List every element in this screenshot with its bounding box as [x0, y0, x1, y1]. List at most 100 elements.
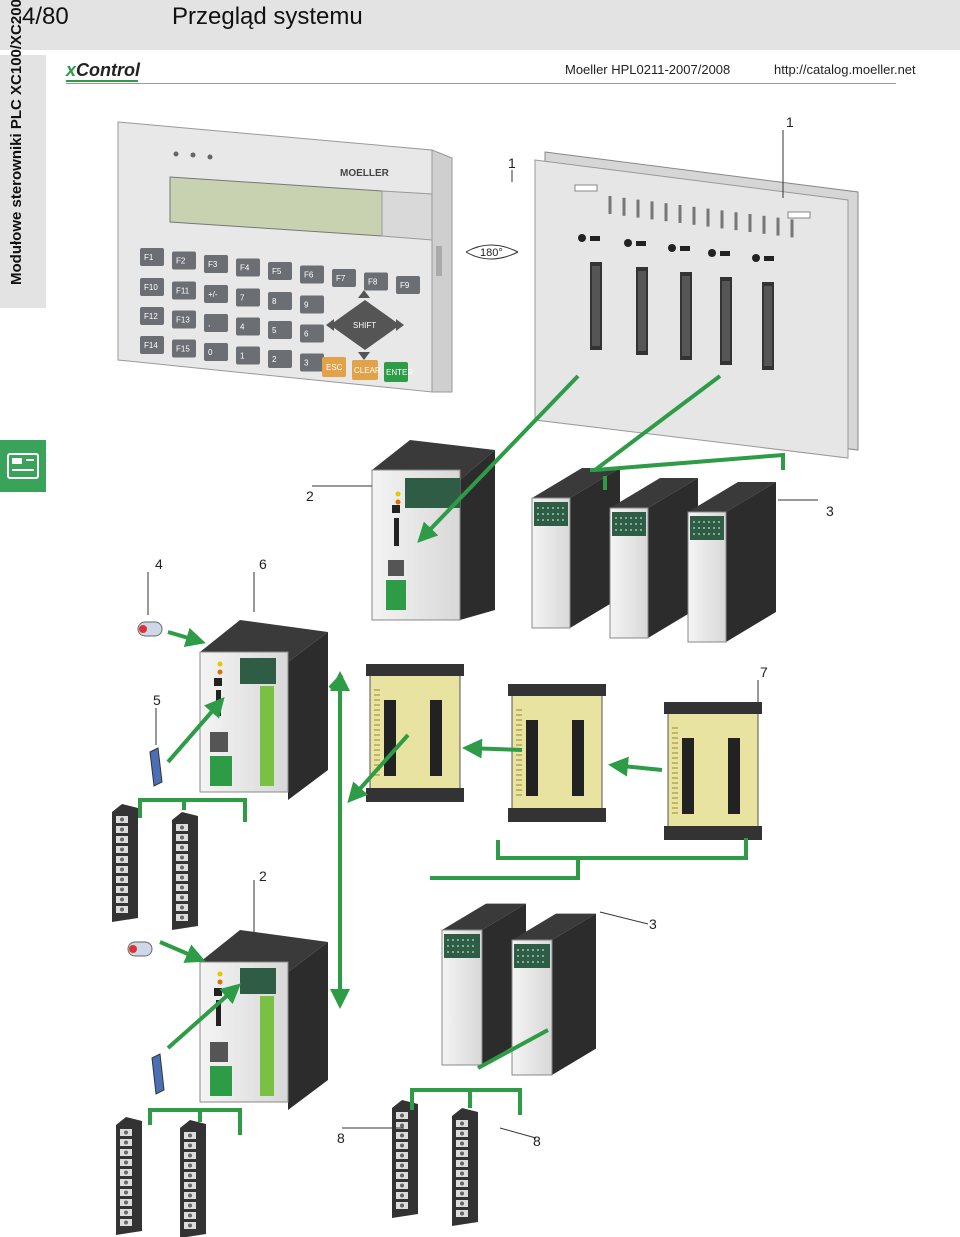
- key-F1: F1: [140, 248, 164, 266]
- cpu-modules: [199, 620, 328, 1110]
- key-6: 6: [300, 324, 324, 343]
- io-module: [687, 482, 776, 643]
- esc-key: [322, 357, 346, 377]
- key-F2: F2: [172, 251, 196, 270]
- enter-key-label: ENTER: [386, 368, 413, 377]
- backplane: [366, 664, 464, 802]
- svg-text:5: 5: [272, 326, 277, 335]
- callout-2-top: 2: [306, 488, 314, 504]
- catalog-url[interactable]: http://catalog.moeller.net: [774, 62, 916, 77]
- rotation-label: 180°: [480, 247, 503, 259]
- page-title: Przegląd systemu: [172, 3, 363, 30]
- brand-underline: [66, 80, 138, 82]
- clear-key: [352, 360, 378, 380]
- key-F15: F15: [172, 339, 196, 358]
- brand-logo: xControl: [66, 60, 140, 80]
- terminal-blocks: [112, 804, 478, 1237]
- svg-text:F2: F2: [176, 257, 186, 266]
- svg-text:7: 7: [240, 294, 245, 303]
- connection-lines: [138, 374, 785, 1135]
- key-0: 0: [204, 343, 228, 361]
- callout-6: 6: [259, 556, 267, 572]
- cpu-module-top: [371, 440, 495, 621]
- svg-text:2: 2: [272, 355, 277, 364]
- key-kkk: +/-: [204, 285, 228, 303]
- esc-key-label: ESC: [326, 363, 343, 372]
- callout-3-bottom: 3: [649, 916, 657, 932]
- io-module: [511, 913, 596, 1076]
- backplane: [664, 702, 762, 840]
- key-k: ,: [204, 314, 228, 332]
- io-module: [609, 478, 698, 639]
- catalog-reference: Moeller HPL0211-2007/2008: [565, 62, 731, 77]
- svg-text:4: 4: [240, 323, 245, 332]
- key-F12: F12: [140, 307, 164, 325]
- svg-text:F12: F12: [144, 312, 158, 321]
- terminal-block: [112, 804, 138, 922]
- key-8: 8: [268, 292, 292, 310]
- enter-key: [384, 362, 408, 382]
- key-F11: F11: [172, 281, 196, 300]
- key-F4: F4: [236, 258, 260, 277]
- svg-text:8: 8: [272, 297, 277, 306]
- terminal-block: [180, 1120, 206, 1237]
- svg-text:6: 6: [304, 330, 309, 339]
- svg-text:F13: F13: [176, 316, 190, 325]
- key-F8: F8: [364, 272, 388, 291]
- back-panel-slots: [578, 234, 774, 370]
- key-7: 7: [236, 288, 260, 307]
- cpu-module: [199, 620, 328, 800]
- terminal-block: [392, 1100, 418, 1218]
- svg-text:F5: F5: [272, 267, 282, 276]
- back-panel-vents: [608, 196, 794, 238]
- navigation-cross: SHIFT ESC CLEAR ENTER: [322, 290, 413, 382]
- svg-text:3: 3: [304, 359, 309, 368]
- operator-display-back: [534, 151, 859, 459]
- header-divider: [66, 83, 896, 84]
- rotation-arrow: 180°: [465, 244, 519, 260]
- callout-2-bottom: 2: [259, 868, 267, 884]
- terminal-block: [172, 812, 198, 930]
- callout-1-display: 1: [508, 155, 516, 171]
- key-F9: F9: [396, 276, 420, 294]
- callout-8-left: 8: [337, 1130, 345, 1146]
- module-row-top: [371, 440, 776, 643]
- callout-4: 4: [155, 556, 163, 572]
- svg-text:F6: F6: [304, 271, 314, 280]
- svg-text:,: ,: [208, 319, 210, 328]
- key-F13: F13: [172, 310, 196, 329]
- svg-text:0: 0: [208, 348, 213, 357]
- memory-card-icon: [149, 747, 163, 787]
- callout-leaders: [147, 130, 818, 1139]
- callout-3-top: 3: [826, 503, 834, 519]
- callout-7: 7: [760, 664, 768, 680]
- svg-text:F3: F3: [208, 260, 218, 269]
- key-4: 4: [236, 317, 260, 336]
- key-F7: F7: [332, 269, 356, 287]
- memory-card-icon: [151, 1053, 165, 1095]
- key-F10: F10: [140, 278, 164, 296]
- header-bar: [0, 0, 960, 50]
- terminal-block: [116, 1117, 142, 1235]
- svg-text:F8: F8: [368, 278, 378, 287]
- key-5: 5: [268, 321, 292, 339]
- callout-1-back: 1: [786, 114, 794, 130]
- callout-5: 5: [153, 692, 161, 708]
- key-2: 2: [268, 350, 292, 368]
- plc-module-icon: [0, 440, 46, 492]
- io-module: [531, 468, 620, 629]
- svg-text:9: 9: [304, 301, 309, 310]
- svg-text:F10: F10: [144, 283, 158, 292]
- svg-text:F1: F1: [144, 253, 154, 262]
- key-F6: F6: [300, 265, 324, 284]
- backplanes: [366, 664, 762, 840]
- battery-icon: [127, 941, 153, 957]
- callout-8-right: 8: [533, 1133, 541, 1149]
- shift-key-label: SHIFT: [353, 321, 376, 330]
- svg-text:F11: F11: [176, 287, 190, 296]
- svg-text:F7: F7: [336, 274, 346, 283]
- backplane: [508, 684, 606, 822]
- key-F3: F3: [204, 255, 228, 273]
